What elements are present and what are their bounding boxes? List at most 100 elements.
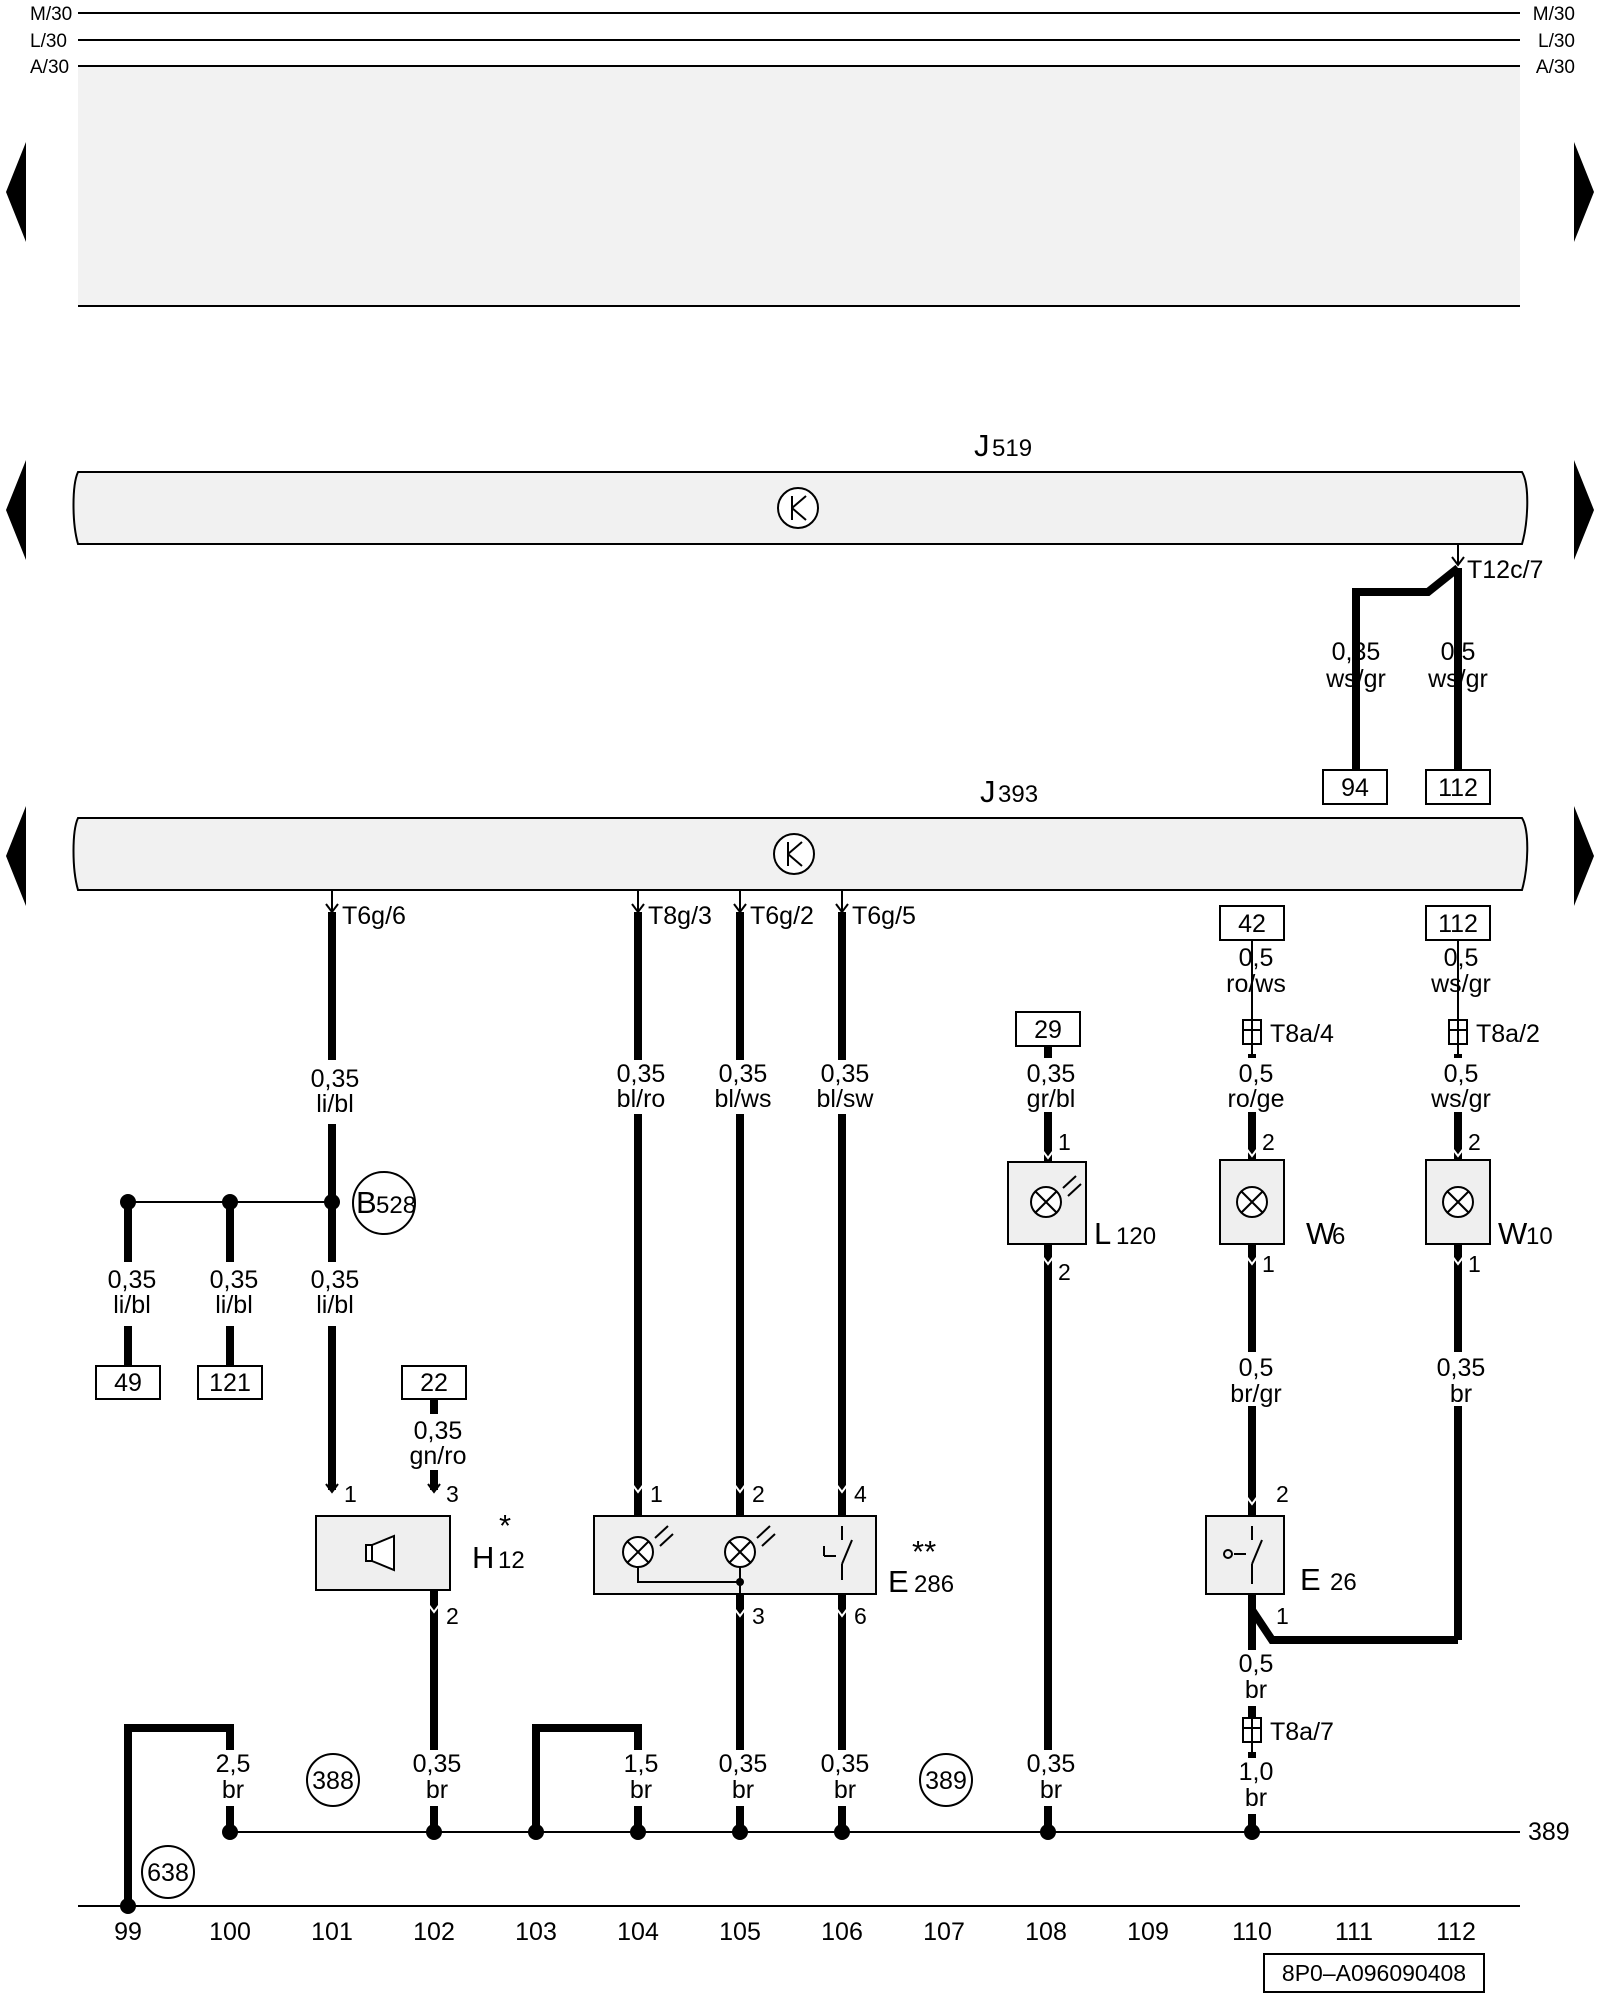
pin-label: 1	[1058, 1129, 1071, 1155]
track-number: 99	[114, 1918, 142, 1946]
pin-label: 3	[752, 1603, 765, 1629]
wire-size: 0,35	[719, 1750, 768, 1778]
nav-right-arrow-icon[interactable]	[1574, 806, 1594, 906]
ground-bus: 389 2,5 br 0,35 br 1,5 br 0,35 br 0,35 b…	[120, 1724, 1570, 1914]
wire-size: 0,35	[1027, 1060, 1076, 1088]
ref-box-121[interactable]	[197, 1365, 263, 1400]
pin-label: 4	[854, 1481, 867, 1507]
ground-point-389[interactable]	[919, 1753, 973, 1807]
control-unit-icon	[773, 833, 815, 875]
wire-size: 0,5	[1441, 638, 1476, 666]
pin-label: 2	[1262, 1129, 1275, 1155]
wire-color: li/bl	[215, 1291, 253, 1319]
circuit-l120: 29 0,35 gr/bl 1 L 120 2	[1007, 1011, 1156, 1832]
wire-color: bl/ro	[617, 1085, 666, 1113]
nav-right-arrow-icon[interactable]	[1574, 460, 1594, 560]
track-number: 111	[1335, 1918, 1373, 1946]
ref-number: 42	[1238, 910, 1266, 938]
ground-point-638[interactable]	[141, 1845, 195, 1899]
connector-t8g3: T8g/3	[648, 902, 712, 930]
rail-label-m30: M/30	[30, 4, 72, 25]
component-e286-letter: E	[888, 1564, 909, 1599]
track-ruler: 99 100 101 102 103 104 105 106 107 108 1…	[78, 1905, 1520, 1946]
ref-box-29[interactable]	[1015, 1011, 1081, 1047]
pin-label: 2	[1276, 1481, 1289, 1507]
pin-label: 1	[1276, 1603, 1289, 1629]
wire-color: li/bl	[316, 1090, 354, 1118]
component-h12-mark: *	[499, 1508, 511, 1543]
connector-t12c7: T12c/7	[1467, 556, 1543, 584]
wire-size: 0,35	[821, 1060, 870, 1088]
j393-terminals: T6g/6 T8g/3 T6g/2 T6g/5	[325, 890, 916, 930]
lamp-icon	[1442, 1186, 1474, 1218]
ref-box-94[interactable]	[1322, 769, 1388, 805]
wire-color: ro/ws	[1226, 970, 1286, 998]
wire-size: 0,35	[617, 1060, 666, 1088]
wire-color: li/bl	[113, 1291, 151, 1319]
power-rails: M/30 L/30 A/30 M/30 L/30 A/30	[30, 4, 1575, 307]
connector-plug-icon	[1242, 1710, 1262, 1752]
rail-label-l30-right: L/30	[1538, 31, 1575, 52]
connector-t8a7: T8a/7	[1270, 1718, 1334, 1746]
wire-size: 0,35	[821, 1750, 870, 1778]
component-e286-number: 286	[914, 1571, 954, 1598]
circuit-w6-e26: 42 0,5 ro/ws T8a/4 0,5 ro/ge 2 W 6 1 0,5…	[1205, 905, 1458, 1832]
connector-plug-icon	[1242, 1010, 1262, 1054]
connector-t8a2: T8a/2	[1476, 1020, 1540, 1048]
wire-size: 0,35	[719, 1060, 768, 1088]
module-j393-number: 393	[998, 781, 1038, 808]
ground-line-ref: 389	[1528, 1818, 1570, 1846]
component-l120-number: 120	[1116, 1223, 1156, 1250]
component-e286-mark: **	[912, 1534, 936, 1569]
brake-switch-icon	[1223, 1526, 1263, 1584]
ground-point-388[interactable]	[306, 1753, 360, 1807]
nav-left-arrow-icon[interactable]	[6, 460, 26, 560]
track-number: 112	[1436, 1918, 1476, 1946]
pin-label: 2	[1468, 1129, 1481, 1155]
wire-size: 0,35	[1332, 638, 1381, 666]
splice-number: 528	[376, 1192, 416, 1219]
nav-left-arrow-icon[interactable]	[6, 142, 26, 242]
rail-label-l30: L/30	[30, 31, 67, 52]
nav-right-arrow-icon[interactable]	[1574, 142, 1594, 242]
nav-left-arrow-icon[interactable]	[6, 806, 26, 906]
pin-label: 3	[446, 1481, 459, 1507]
circuit-e286: 0,35 bl/ro 0,35 bl/ws 0,35 bl/sw 1 2 4	[593, 912, 954, 1832]
ref-box-112[interactable]	[1425, 905, 1491, 941]
connector-t6g6: T6g/6	[342, 902, 406, 930]
track-number: 105	[719, 1918, 761, 1946]
ref-box-22[interactable]	[401, 1365, 467, 1400]
wire-color: li/bl	[316, 1291, 354, 1319]
connector-plug-icon	[1448, 1010, 1468, 1054]
component-h12-number: 12	[498, 1547, 525, 1574]
ref-number: 94	[1341, 774, 1369, 802]
rail-label-a30-right: A/30	[1536, 57, 1575, 78]
wire-color: br	[732, 1776, 754, 1804]
switch-icon	[823, 1526, 853, 1580]
component-w6-letter: W	[1306, 1216, 1336, 1251]
rail-label-a30: A/30	[30, 57, 69, 78]
track-number: 102	[413, 1918, 455, 1946]
wire-color: ws/gr	[1427, 665, 1488, 693]
wire-color: br	[1245, 1784, 1267, 1812]
wire-color: br	[1450, 1380, 1472, 1408]
doc-code: 8P0–A096090408	[1282, 1960, 1466, 1986]
track-number: 107	[923, 1918, 965, 1946]
ref-box-49[interactable]	[95, 1365, 161, 1400]
connector-t6g2: T6g/2	[750, 902, 814, 930]
ref-number: 121	[209, 1369, 251, 1397]
wire-color: br	[1245, 1676, 1267, 1704]
module-j393: J 393	[72, 774, 1529, 891]
ref-box-42[interactable]	[1219, 905, 1285, 941]
wire-color: br/gr	[1230, 1380, 1281, 1408]
wire-size: 0,35	[1027, 1750, 1076, 1778]
wire-size: 0,35	[108, 1266, 157, 1294]
track-number: 104	[617, 1918, 659, 1946]
ground-number: 638	[147, 1859, 189, 1887]
component-h12-letter: H	[472, 1540, 494, 1575]
ref-box-112[interactable]	[1425, 769, 1491, 805]
circuit-w10: 112 0,5 ws/gr T8a/2 0,5 ws/gr 2 W 10 1 0…	[1425, 905, 1553, 1640]
track-number: 101	[311, 1918, 353, 1946]
splice-b528[interactable]	[352, 1171, 416, 1235]
wire-size: 0,35	[311, 1065, 360, 1093]
